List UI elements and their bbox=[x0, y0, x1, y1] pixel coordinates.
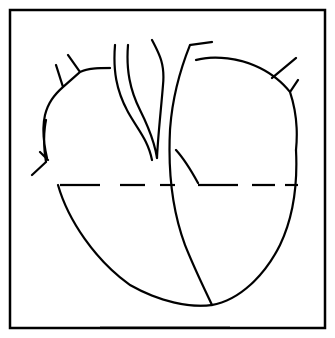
ventricle-outline bbox=[58, 150, 296, 306]
vessel-inner-left bbox=[128, 45, 158, 158]
septum-line bbox=[170, 42, 212, 305]
left-atrium-outline bbox=[40, 55, 110, 160]
vessel-outer-left bbox=[114, 45, 152, 160]
diagram-frame bbox=[10, 10, 325, 328]
right-atrium-outline bbox=[176, 58, 298, 183]
left-atrium-inner-outline bbox=[32, 120, 46, 175]
